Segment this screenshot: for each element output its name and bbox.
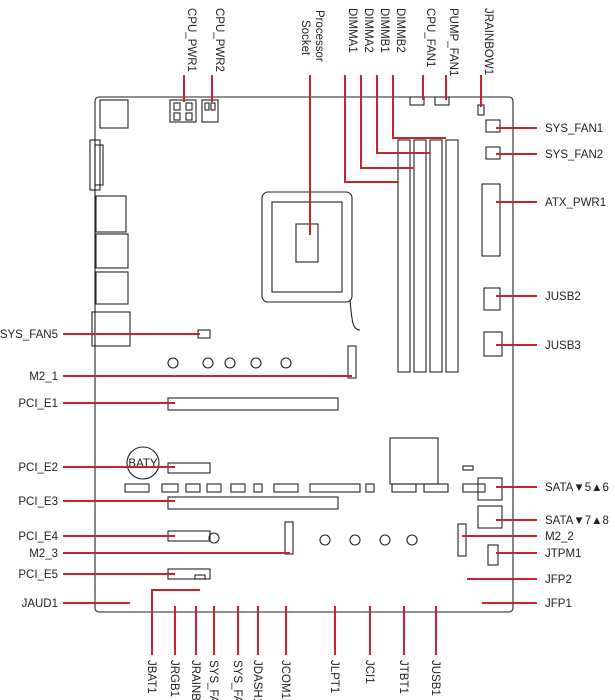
- jrainbow2-header: [185, 483, 201, 493]
- label-pci-e3: PCI_E3: [18, 496, 58, 508]
- label-sys-fan3: SYS_FAN3: [207, 660, 219, 700]
- label-jrainbow2: JRAINBOW2: [189, 660, 201, 700]
- label-processor: Processor: [313, 10, 325, 62]
- label-sys-fan1: SYS_FAN1: [545, 123, 603, 135]
- battery: BATY: [126, 446, 160, 480]
- atx-pwr1-connector: [481, 183, 501, 257]
- label-cpu-fan1: CPU_FAN1: [424, 8, 436, 67]
- sata-78-connector: [477, 505, 503, 529]
- bottom-labels: JBAT1 JRGB1 JRAINBOW2 SYS_FAN3 SYS_FAN4 …: [145, 660, 441, 700]
- label-sys-fan4: SYS_FAN4: [231, 660, 243, 700]
- label-sata-78: SATA▼7▲8: [545, 515, 609, 527]
- cpu-pwr2-connector: [201, 99, 219, 123]
- label-dimmb2: DIMMB2: [394, 8, 406, 53]
- label-jcom1: JCOM1: [279, 660, 291, 699]
- label-jdash1: JDASH1: [251, 660, 263, 700]
- label-cpu-pwr1: CPU_PWR1: [185, 8, 197, 72]
- m2-2-slot: [457, 523, 467, 557]
- label-jaud1: JAUD1: [22, 598, 58, 610]
- label-jtpm1: JTPM1: [545, 548, 581, 560]
- label-jusb2: JUSB2: [545, 291, 581, 303]
- label-jrainbow1: JRAINBOW1: [482, 8, 494, 75]
- label-jbat1: JBAT1: [145, 660, 157, 694]
- label-jci1: JCI1: [363, 660, 375, 684]
- left-labels: SYS_FAN5 M2_1 PCI_E1 PCI_E2 PCI_E3 PCI_E…: [0, 329, 59, 610]
- m2-3-slot: [284, 521, 294, 555]
- sys-fan4-header: [230, 483, 246, 493]
- sys-fan1-header: [485, 119, 501, 133]
- jbat1-header: [194, 574, 206, 580]
- pump-fan1-header: [434, 96, 450, 106]
- label-m2-3: M2_3: [29, 548, 58, 560]
- label-sys-fan5: SYS_FAN5: [0, 329, 58, 341]
- label-pci-e2: PCI_E2: [18, 462, 58, 474]
- label-jusb1: JUSB1: [429, 660, 441, 696]
- top-labels: CPU_PWR1 CPU_PWR2 Processor Socket DIMMA…: [185, 8, 494, 76]
- sys-fan3-header: [206, 483, 222, 493]
- pci-e1-slot: [167, 397, 339, 411]
- jdash1-header: [253, 483, 263, 493]
- dimm-slots: [397, 139, 459, 373]
- jtpm1-header: [487, 544, 499, 566]
- label-m2-1: M2_1: [29, 371, 58, 383]
- jfp1-header: [462, 483, 486, 493]
- leader-lines: [63, 75, 537, 655]
- rear-io: [89, 99, 131, 347]
- label-jtbt1: JTBT1: [397, 660, 409, 694]
- label-jfp2: JFP2: [545, 574, 572, 586]
- label-pci-e4: PCI_E4: [18, 531, 58, 543]
- label-dimma2: DIMMA2: [362, 8, 374, 53]
- cpu-pwr1-connector: [169, 99, 197, 123]
- label-m2-2: M2_2: [545, 531, 574, 543]
- jfp2-header: [462, 465, 474, 471]
- label-jrgb1: JRGB1: [168, 660, 180, 697]
- jrgb1-header: [161, 483, 179, 493]
- label-dimma1: DIMMA1: [346, 8, 358, 53]
- right-labels: SYS_FAN1 SYS_FAN2 ATX_PWR1 JUSB2 JUSB3 S…: [545, 123, 609, 610]
- cpu-fan1-header: [409, 96, 425, 106]
- label-jfp1: JFP1: [545, 598, 572, 610]
- jtbt1-header: [391, 483, 417, 493]
- label-atx-pwr1: ATX_PWR1: [545, 197, 606, 209]
- m2-standoffs: [167, 357, 418, 546]
- label-sys-fan2: SYS_FAN2: [545, 149, 603, 161]
- jcom1-header: [273, 483, 299, 493]
- label-pci-e5: PCI_E5: [18, 569, 58, 581]
- jusb2-header: [483, 287, 501, 311]
- label-pci-e1: PCI_E1: [18, 398, 58, 410]
- jaud1-header: [124, 483, 150, 493]
- label-cpu-pwr2: CPU_PWR2: [213, 8, 225, 72]
- m2-1-slot: [347, 345, 357, 379]
- label-jlpt1: JLPT1: [328, 660, 340, 693]
- jusb1-header: [423, 483, 449, 493]
- label-pump-fan1: PUMP_FAN1: [447, 8, 459, 76]
- sata-56-connector: [477, 477, 503, 501]
- jci1-header: [365, 483, 375, 493]
- label-jusb3: JUSB3: [545, 340, 581, 352]
- label-socket: Socket: [299, 20, 311, 56]
- battery-label: BATY: [128, 458, 158, 470]
- jlpt1-header: [309, 483, 361, 493]
- board-outline: [94, 96, 514, 613]
- label-dimmb1: DIMMB1: [378, 8, 390, 53]
- chipset: [389, 437, 439, 485]
- label-sata-56: SATA▼5▲6: [545, 482, 609, 494]
- processor-socket: [261, 191, 361, 331]
- pci-e3-slot: [167, 496, 339, 510]
